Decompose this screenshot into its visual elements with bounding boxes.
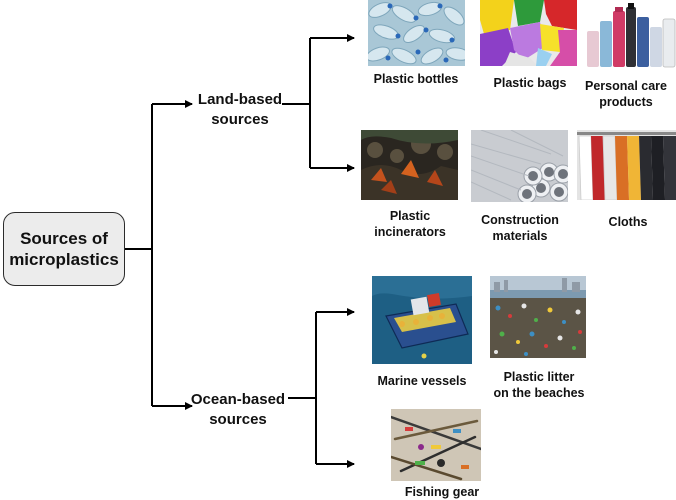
construction-materials-image [471,130,568,202]
root-node: Sources of microplastics [3,212,125,286]
fishing-gear-image [391,409,481,481]
construction-materials-label: Construction materials [481,213,559,243]
plastic-bags-label: Plastic bags [493,76,567,90]
plastic-bags-image [480,0,577,66]
plastic-incinerators-image [361,130,458,200]
beach-litter-image [490,276,586,358]
marine-vessels-image [372,276,472,364]
fishing-gear-label: Fishing gear [404,485,480,499]
plastic-bottles-image [368,0,465,66]
ocean-based-label: Ocean-based sources [190,391,286,428]
personal-care-products-label: Personal care products [585,79,667,109]
plastic-incinerators-label: Plastic incinerators [374,209,446,239]
marine-vessels-label: Marine vessels [377,374,467,388]
plastic-bottles-label: Plastic bottles [373,72,459,86]
cloths-image [577,130,676,200]
land-based-label: Land-based sources [197,91,283,128]
beach-litter-label: Plastic litter on the beaches [493,370,585,400]
personal-care-products-image [585,3,676,69]
cloths-label: Cloths [608,215,648,229]
